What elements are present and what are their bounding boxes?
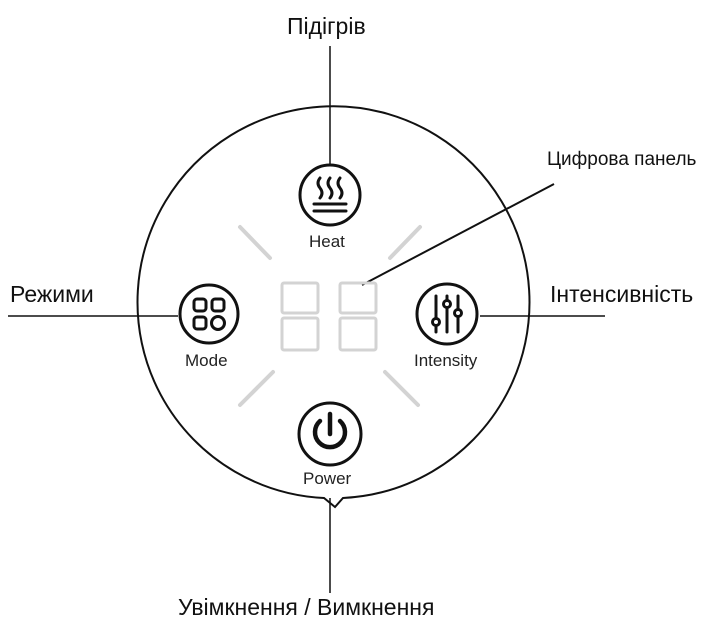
intensity-button[interactable]: [415, 282, 479, 346]
heat-button[interactable]: [298, 163, 362, 227]
indicator-bar: [383, 370, 420, 407]
heat-button-label: Heat: [309, 232, 345, 251]
indicator-bar: [388, 225, 422, 260]
mode-external-label: Режими: [10, 281, 94, 307]
digital-display: [280, 281, 378, 352]
sliders-icon: [431, 294, 463, 334]
panel-outline: [136, 105, 531, 509]
indicator-bar: [238, 225, 272, 260]
display-digit-1: [280, 281, 320, 352]
heat-waves-icon: [312, 176, 348, 213]
intensity-external-label: Інтенсивність: [550, 281, 694, 307]
indicator-bars: [238, 225, 422, 407]
heat-external-label: Підігрів: [287, 13, 366, 39]
display-digit-2: [338, 281, 378, 352]
four-squares-mode-icon: [192, 297, 226, 331]
power-icon: [312, 411, 348, 450]
power-external-label: Увімкнення / Вимкнення: [178, 594, 435, 620]
mode-button[interactable]: [178, 283, 240, 345]
power-button-label: Power: [303, 469, 352, 488]
intensity-button-label: Intensity: [414, 351, 478, 370]
display-external-label: Цифрова панель: [547, 149, 697, 170]
display-leader-line: [361, 183, 555, 286]
mode-button-label: Mode: [185, 351, 228, 370]
power-button[interactable]: [297, 401, 363, 467]
indicator-bar: [238, 370, 275, 407]
